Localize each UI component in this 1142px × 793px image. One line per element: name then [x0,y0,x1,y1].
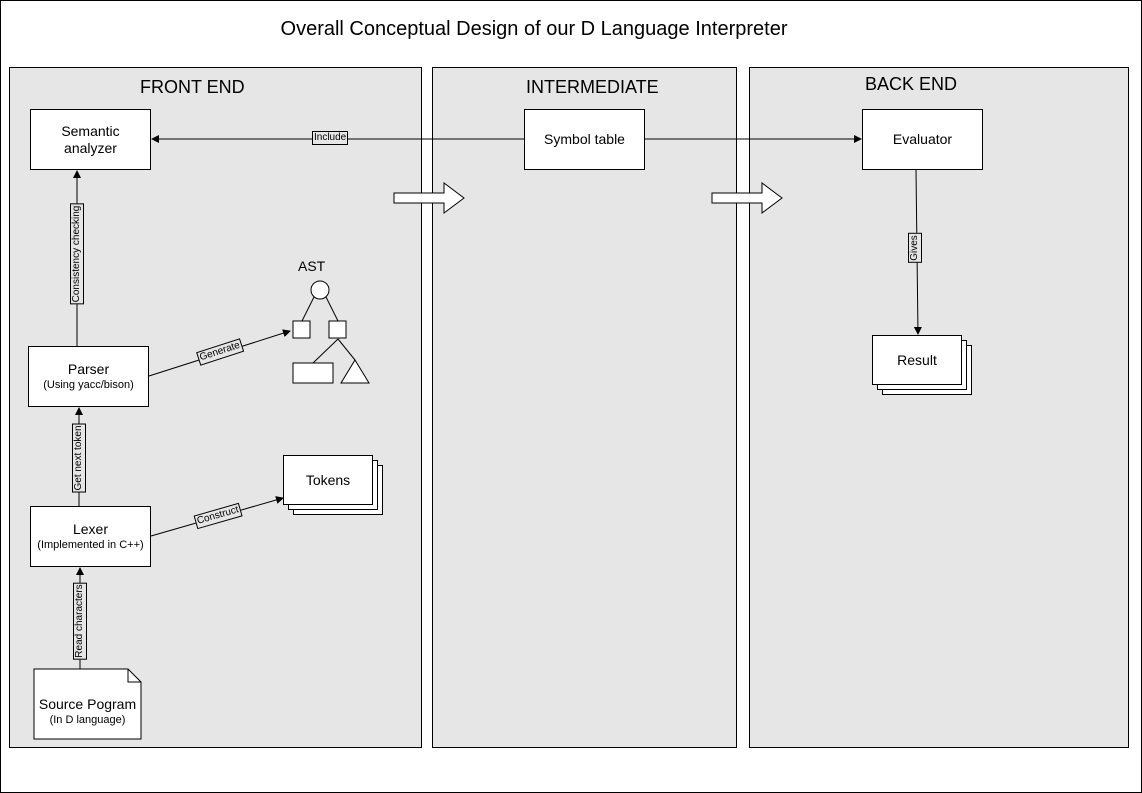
semantic-analyzer-label: Semantic analyzer [61,122,120,156]
front-to-intermediate-arrow [393,182,465,214]
parser-label: Parser [67,361,110,377]
parser-node[interactable]: Parser (Using yacc/bison) [28,346,149,407]
ast-leaf-rect [292,362,334,384]
intermediate-title: INTERMEDIATE [526,77,659,97]
intermediate-to-back-arrow [711,182,783,214]
back-end-panel [749,67,1129,748]
front-end-title: FRONT END [140,77,245,97]
ast-tree [292,280,370,384]
lexer-sub-label: (Implemented in C++) [37,539,144,551]
include-edge-label: Include [312,131,349,145]
tokens-node[interactable]: Tokens [283,455,373,505]
intermediate-panel [432,67,737,748]
symbol-table-label: Symbol table [544,131,625,147]
back-end-title: BACK END [865,74,958,94]
ast-leaf-triangle [340,359,370,384]
parser-sub-label: (Using yacc/bison) [43,379,134,391]
tokens-label: Tokens [305,471,351,488]
semantic-analyzer-node[interactable]: Semantic analyzer [30,109,151,170]
diagram-title: Overall Conceptual Design of our D Langu… [280,18,788,40]
gives-edge-label: Gives [908,233,922,263]
lexer-node[interactable]: Lexer (Implemented in C++) [30,506,151,567]
ast-root-node [310,280,330,300]
source-program-shape [33,668,142,740]
consistency-edge-label: Consistency checking [70,203,84,305]
read-characters-edge-label: Read characters [73,582,87,660]
result-node[interactable]: Result [872,335,962,385]
ast-left-node [292,320,311,339]
evaluator-label: Evaluator [892,131,953,147]
ast-label: AST [298,258,326,274]
source-program-label: Source Pogram [38,696,137,712]
ast-right-node [328,320,347,339]
lexer-label: Lexer [72,521,109,537]
source-program-node[interactable]: Source Pogram (In D language) [34,696,141,728]
get-next-token-edge-label: Get next token [72,423,86,493]
result-label: Result [897,351,937,368]
source-program-sub-label: (In D language) [49,714,126,726]
evaluator-node[interactable]: Evaluator [862,109,983,170]
symbol-table-node[interactable]: Symbol table [524,109,645,170]
